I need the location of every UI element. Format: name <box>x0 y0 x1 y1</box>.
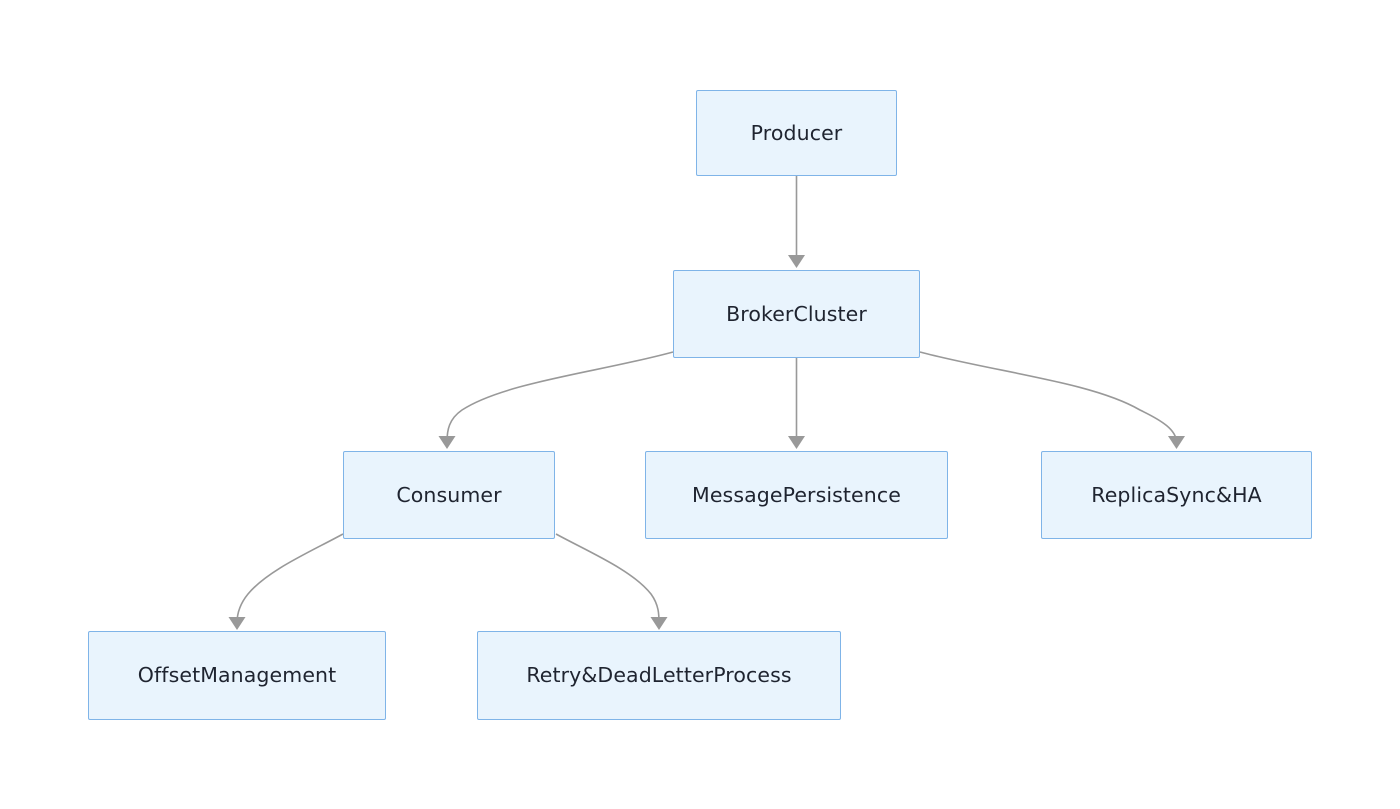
node-producer[interactable]: Producer <box>696 90 897 176</box>
node-label-producer: Producer <box>750 120 843 145</box>
node-label-retry-dead-letter-process: Retry&DeadLetterProcess <box>526 663 792 688</box>
node-label-replica-sync-ha: ReplicaSync&HA <box>1091 482 1262 507</box>
node-broker-cluster[interactable]: BrokerCluster <box>673 270 920 358</box>
node-label-consumer: Consumer <box>396 482 502 507</box>
node-label-broker-cluster: BrokerCluster <box>726 301 867 326</box>
node-label-message-persistence: MessagePersistence <box>692 482 901 507</box>
node-label-offset-management: OffsetManagement <box>137 663 337 688</box>
node-message-persistence[interactable]: MessagePersistence <box>645 451 948 539</box>
node-retry-dead-letter-process[interactable]: Retry&DeadLetterProcess <box>477 631 841 720</box>
node-consumer[interactable]: Consumer <box>343 451 555 539</box>
node-offset-management[interactable]: OffsetManagement <box>88 631 386 720</box>
node-replica-sync-ha[interactable]: ReplicaSync&HA <box>1041 451 1312 539</box>
